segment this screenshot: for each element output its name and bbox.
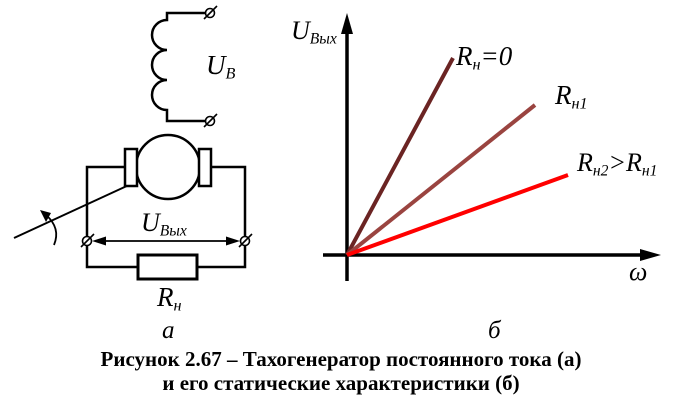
panel-a-label: а (162, 317, 175, 344)
y-axis-subscript: Вых (309, 30, 337, 48)
y-axis-label: UВых (291, 16, 337, 48)
rotation-arrowhead-icon (40, 210, 51, 222)
excitation-voltage-label: UВ (206, 50, 235, 82)
output-measurement (80, 233, 253, 248)
line-rn1-label: Rн1 (555, 80, 588, 112)
terminal-slash (238, 233, 253, 248)
line-rn1-subscript: н1 (571, 94, 588, 113)
terminal-slash (203, 113, 218, 128)
left-wire (85, 165, 140, 269)
line-rn0 (345, 57, 455, 256)
output-voltage-label: UВых (141, 208, 187, 240)
output-voltage-symbol: U (141, 208, 160, 237)
uout-arrowhead-left-icon (92, 236, 106, 246)
figure-caption: Рисунок 2.67 – Тахогенератор постоянного… (0, 347, 682, 395)
line-rn2-subscript2: н1 (641, 162, 658, 180)
machine-body (134, 133, 202, 201)
figure-caption-line2: и его статические характеристики (б) (162, 371, 520, 396)
field-winding (150, 5, 218, 128)
armature-wiring (85, 165, 247, 269)
panel-b-label: б (488, 317, 501, 344)
x-axis-arrowhead-icon (640, 249, 661, 261)
x-axis-label: ω (629, 257, 648, 286)
brush-left (123, 147, 139, 188)
excitation-voltage-subscript: В (225, 64, 236, 83)
line-rn0-subscript: н (472, 55, 481, 74)
line-rn0-tail: =0 (480, 41, 513, 71)
figure-caption-line1: Рисунок 2.67 – Тахогенератор постоянного… (100, 347, 582, 371)
line-rn2-comparison: >R (608, 148, 642, 177)
line-rn1-symbol: R (555, 80, 572, 110)
y-axis-symbol: U (291, 16, 310, 45)
line-rn0-symbol: R (456, 41, 473, 71)
load-resistance-label: Rн (157, 282, 182, 314)
y-axis-arrowhead-icon (341, 13, 353, 34)
output-voltage-subscript: Вых (159, 222, 187, 240)
line-rn1 (345, 103, 537, 257)
brush-right (197, 147, 213, 188)
graph-axes (323, 13, 661, 281)
load-resistance-symbol: R (157, 282, 174, 312)
coil (150, 11, 206, 123)
resistor-body (136, 253, 199, 281)
line-rn2-subscript: н2 (592, 162, 609, 180)
uout-arrowhead-right-icon (226, 236, 240, 246)
excitation-voltage-symbol: U (206, 50, 226, 80)
line-rn2-symbol: R (577, 148, 593, 177)
load-resistor (136, 253, 199, 281)
terminal-slash (80, 233, 95, 248)
characteristic-lines (345, 57, 569, 257)
dc-machine (123, 133, 213, 201)
line-rn2-label: Rн2>Rн1 (577, 148, 658, 180)
terminal-slash (203, 5, 218, 20)
load-resistance-subscript: н (173, 296, 182, 315)
right-wire (196, 165, 247, 269)
line-rn2 (346, 173, 569, 257)
line-rn0-label: Rн=0 (456, 41, 513, 73)
